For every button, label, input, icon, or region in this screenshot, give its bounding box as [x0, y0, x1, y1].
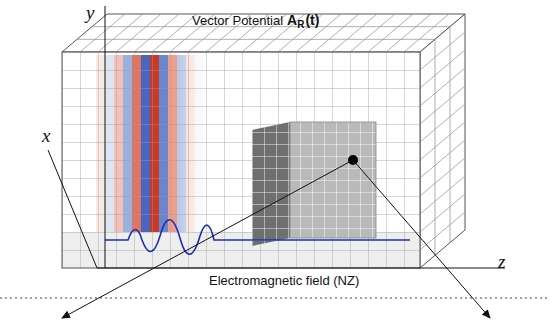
subscript-label: R — [297, 20, 304, 30]
front-face — [62, 52, 420, 268]
inner-cube-side-grid — [252, 122, 290, 246]
top-face — [62, 14, 465, 52]
axis-label: y — [86, 3, 94, 22]
pointer-arrow — [353, 160, 490, 318]
x-axis — [48, 150, 97, 268]
right-face — [420, 14, 465, 268]
inner-cube-grid — [290, 122, 376, 238]
pointer-arrow — [62, 160, 353, 318]
right-grid — [420, 27, 465, 256]
inner-cube-front — [290, 122, 376, 238]
dotted-separator — [0, 297, 550, 298]
floor-label: Electromagnetic field (NZ) — [207, 274, 361, 287]
y-axis — [105, 6, 106, 268]
top-grid — [77, 14, 450, 52]
axis-label: x — [42, 126, 50, 145]
point-dot — [348, 155, 358, 165]
argument-label: (t) — [305, 13, 319, 27]
z-axis — [97, 268, 505, 269]
symbol-label: A — [287, 13, 297, 27]
axis-label: z — [498, 252, 505, 271]
title-label: Vector Potential — [192, 14, 283, 27]
wave-line — [105, 220, 410, 255]
inner-cube-side — [252, 122, 290, 246]
front-grid — [62, 52, 420, 268]
